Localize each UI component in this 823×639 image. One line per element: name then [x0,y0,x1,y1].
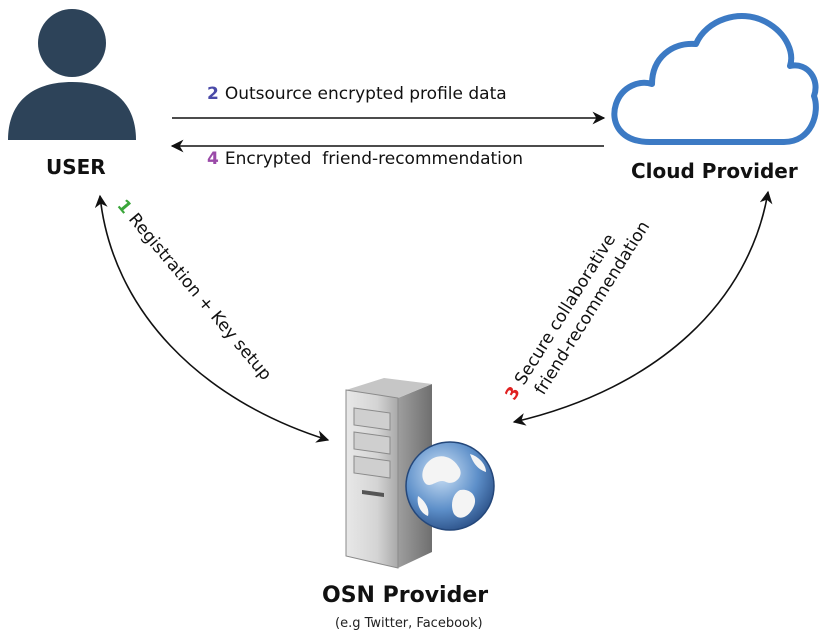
server-globe-icon [345,378,495,569]
osn-provider-sublabel: (e.g Twitter, Facebook) [335,616,483,631]
arrow-collaborative [512,190,773,426]
user-label: USER [46,155,106,179]
edge-text-outsource: Outsource encrypted profile data [224,84,507,104]
osn-provider-label: OSN Provider [322,583,489,608]
arrow-registration [94,194,330,443]
step-number-4: 4 [207,149,219,169]
user-icon [8,9,136,140]
edge-text-encrypted-recommendation: Encrypted friend-recommendation [224,149,524,169]
step-number-2: 2 [207,84,219,104]
cloud-provider-label: Cloud Provider [631,159,798,183]
cloud-icon [611,13,819,145]
